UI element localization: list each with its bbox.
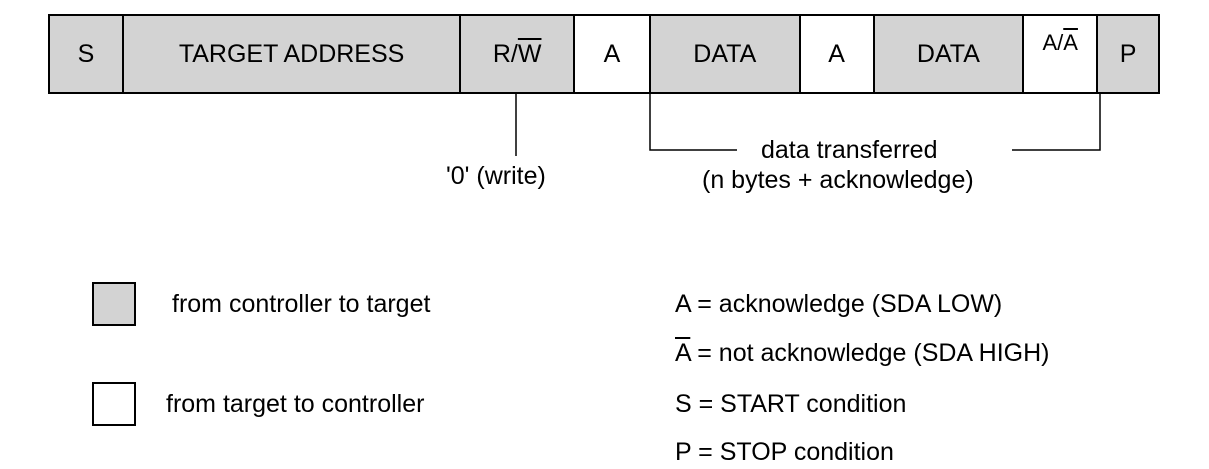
i2c-write-frame: S TARGET ADDRESS R/W A DATA A DATA A/A P [48,14,1161,94]
definition-ack: A = acknowledge (SDA LOW) [675,290,1003,318]
read-write-cell: R/W [461,16,576,92]
start-cell: S [50,16,124,92]
stop-cell-label: P [1119,39,1137,68]
target-address-cell: TARGET ADDRESS [123,16,462,92]
definition-nack: A = not acknowledge (SDA HIGH) [675,339,1050,367]
data-cell-1-label: DATA [693,39,757,68]
start-cell-label: S [77,39,95,68]
definition-start: S = START condition [675,390,907,418]
ack-cell-1-label: A [603,39,621,68]
definition-stop: P = STOP condition [675,438,894,466]
data-cell-2-label: DATA [916,39,980,68]
ack-nack-cell: A/A [1024,16,1099,92]
data-cell-2: DATA [874,16,1025,92]
ack-nack-label: A/A [1042,30,1078,55]
ack-cell-2-label: A [828,39,845,68]
controller-to-target-label: from controller to target [172,290,431,318]
controller-to-target-swatch [92,282,136,326]
stop-cell: P [1098,16,1161,92]
data-transferred-sublabel: (n bytes + acknowledge) [702,166,974,194]
data-bracket-right [1012,94,1101,151]
ack-cell-1: A [575,16,651,92]
data-bracket-left [649,94,737,151]
read-write-label: R/W [492,39,542,68]
target-to-controller-label: from target to controller [166,390,425,418]
target-to-controller-swatch [92,382,136,426]
data-cell-1: DATA [650,16,801,92]
data-transferred-label: data transferred [761,136,938,164]
ack-cell-2: A [800,16,875,92]
write-bit-label: '0' (write) [446,162,546,190]
target-address-label: TARGET ADDRESS [178,39,405,68]
